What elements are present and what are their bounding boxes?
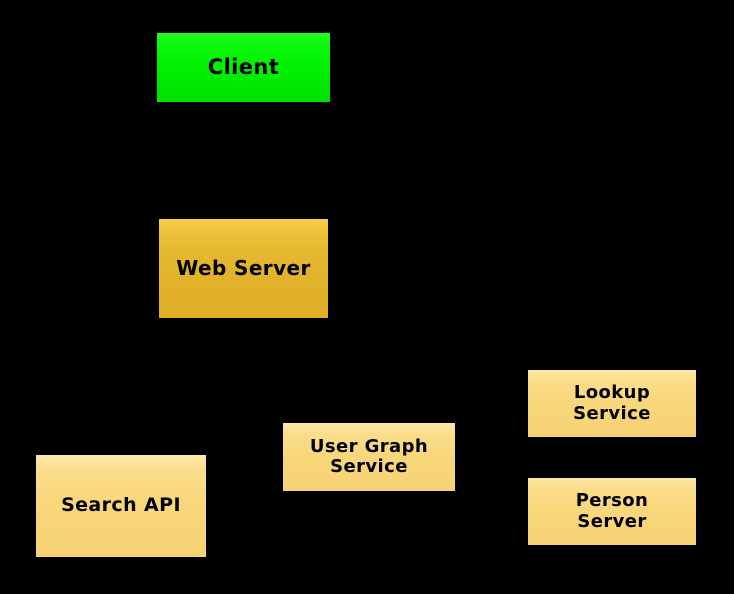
node-client-label: Client bbox=[207, 54, 280, 79]
node-user-graph-service-label: User Graph Service bbox=[309, 435, 429, 477]
node-lookup-service-label: Lookup Service bbox=[573, 382, 651, 424]
node-search-api-label: Search API bbox=[61, 494, 181, 517]
node-search-api[interactable]: Search API bbox=[36, 455, 206, 557]
node-web-server-label: Web Server bbox=[176, 256, 311, 281]
node-person-server[interactable]: Person Server bbox=[528, 478, 696, 545]
node-web-server[interactable]: Web Server bbox=[159, 219, 328, 318]
node-person-server-label: Person Server bbox=[575, 490, 649, 532]
node-user-graph-service[interactable]: User Graph Service bbox=[283, 423, 455, 491]
node-lookup-service[interactable]: Lookup Service bbox=[528, 370, 696, 437]
node-client[interactable]: Client bbox=[157, 33, 330, 102]
